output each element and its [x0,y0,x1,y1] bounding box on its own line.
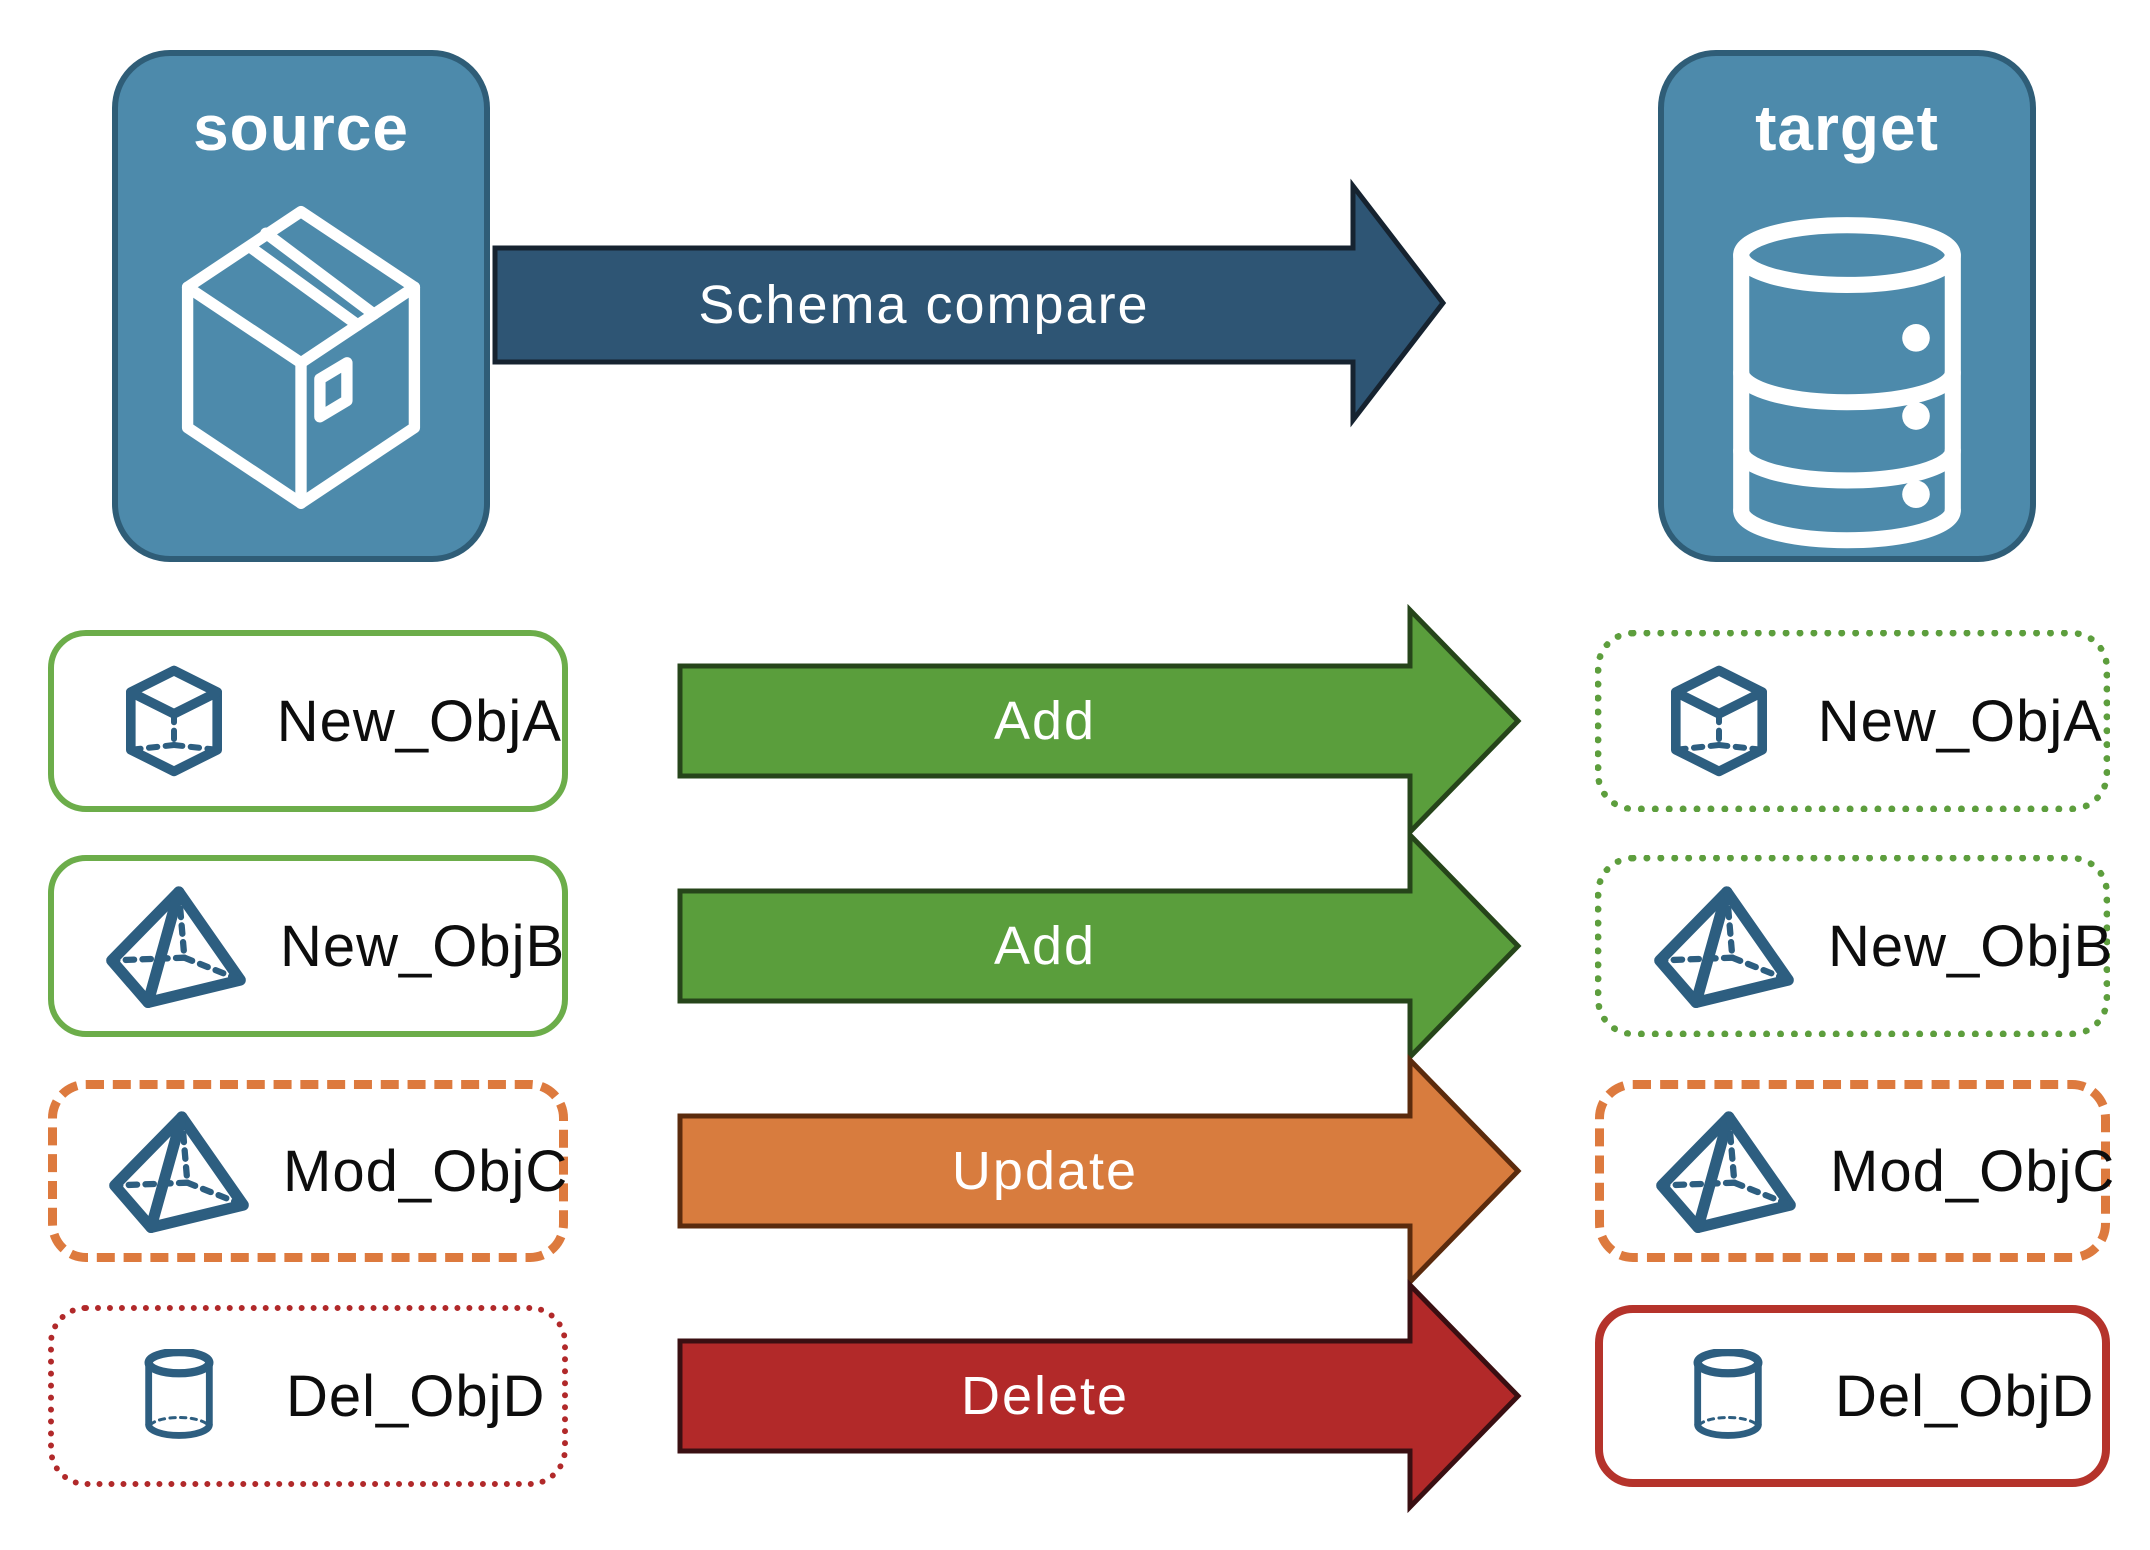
item-label: Mod_ObjC [1830,1138,2116,1204]
cube-icon [106,661,243,781]
schema-arrow-shape [492,178,1447,428]
target-item-del-objd: Del_ObjD [1595,1305,2110,1487]
add-arrow-shape [677,603,1522,839]
target-item-new-objb: New_ObjB [1595,855,2114,1037]
item-label: Mod_ObjC [283,1138,569,1204]
target-item-mod-objc: Mod_ObjC [1595,1080,2114,1262]
update-arrow: Update [677,1053,1522,1289]
add-arrow: Add [677,828,1522,1064]
cylinder-icon [106,1349,252,1443]
source-item-mod-objc: Mod_ObjC [48,1080,568,1262]
update-arrow-label: Update [952,1141,1138,1201]
database-icon [1732,172,1962,552]
item-label: Del_ObjD [1835,1363,2095,1429]
source-item-new-obja: New_ObjA [48,630,568,812]
pyramid-icon [1656,1110,1796,1233]
cube-icon [1654,661,1784,781]
delete-arrow: Delete [677,1278,1522,1514]
source-title: source [193,92,409,164]
item-label: New_ObjB [1828,913,2114,979]
delete-arrow-label: Delete [961,1366,1129,1426]
pyramid-icon [109,1110,249,1233]
cylinder-icon [1655,1349,1801,1443]
package-box-icon [166,190,436,514]
delete-arrow-shape [677,1278,1522,1514]
source-item-del-objd: Del_ObjD [48,1305,568,1487]
add-arrow: Add [677,603,1522,839]
item-label: New_ObjA [276,688,562,754]
source-item-new-objb: New_ObjB [48,855,568,1037]
pyramid-icon [106,885,246,1008]
add-arrow-label: Add [994,691,1096,751]
schema-compare-arrow: Schema compare [492,178,1447,428]
target-title: target [1755,92,1939,164]
pyramid-icon [1654,885,1794,1008]
add-arrow-label: Add [994,916,1096,976]
target-item-new-obja: New_ObjA [1595,630,2110,812]
schema-arrow-label: Schema compare [698,275,1149,335]
target-node: target [1658,50,2036,562]
item-label: Del_ObjD [286,1363,546,1429]
add-arrow-shape [677,828,1522,1064]
item-label: New_ObjB [280,913,566,979]
source-node: source [112,50,490,562]
item-label: New_ObjA [1817,688,2103,754]
update-arrow-shape [677,1053,1522,1289]
